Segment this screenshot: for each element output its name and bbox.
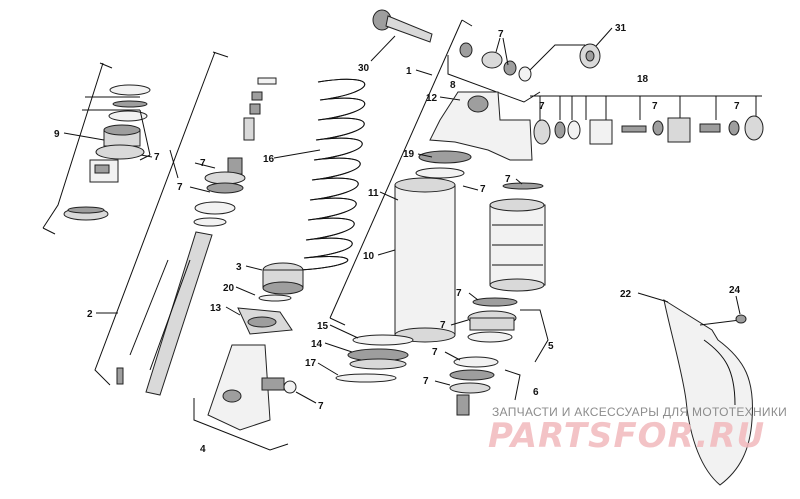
bellow-boot [489,182,546,292]
callout-11: 11 [368,188,379,199]
shock-body-10 [394,150,472,343]
part-group-8 [447,42,541,103]
part-group-6 [449,356,521,416]
callout-15: 15 [317,321,329,332]
reservoir-head-12 [429,91,533,161]
part-group-18 [530,95,764,145]
callout-24: 24 [729,285,741,296]
callout-7-k: 7 [456,288,462,299]
mudguard-22 [663,298,754,486]
callout-1: 1 [406,66,412,77]
callout-12: 12 [426,93,438,104]
callout-6: 6 [533,387,539,398]
callout-7-a: 7 [154,152,160,163]
callout-3: 3 [236,262,242,273]
part-group-1 [329,19,473,326]
callout-30: 30 [358,63,370,74]
rings-14-15-17 [335,334,414,383]
callout-19: 19 [403,149,415,160]
callout-8: 8 [450,80,456,91]
callout-4: 4 [200,444,206,455]
part-group-5 [467,297,549,363]
callout-18: 18 [637,74,649,85]
callout-7-b: 7 [200,158,206,169]
callout-7-m: 7 [432,347,438,358]
callout-9: 9 [54,129,60,140]
bolt-30 [372,9,433,43]
nut-31 [529,43,601,71]
callout-10: 10 [363,251,375,262]
callout-7-c: 7 [177,182,183,193]
callout-7-i: 7 [652,101,658,112]
callout-7-l: 7 [440,320,446,331]
callout-labels: 9 7 2 7 7 16 3 20 13 4 7 30 1 8 12 19 11… [54,23,741,455]
watermark-caption: ЗАПЧАСТИ И АКСЕССУАРЫ ДЛЯ МОТОТЕХНИКИ [492,405,787,419]
clevis-4 [193,344,297,451]
spring-16 [299,78,366,271]
watermark-brand: PARTSFOR.RU [488,416,765,456]
callout-7-f: 7 [505,174,511,185]
callout-7-j: 7 [734,101,740,112]
callout-22: 22 [620,289,632,300]
callout-7-d: 7 [318,401,324,412]
part-group-2 [94,51,277,396]
callout-7-e: 7 [480,184,486,195]
callout-14: 14 [311,339,323,350]
callout-16: 16 [263,154,275,165]
callout-20: 20 [223,283,235,294]
callout-17: 17 [305,358,317,369]
callout-7-n: 7 [423,376,429,387]
callout-2: 2 [87,309,93,320]
callout-31: 31 [615,23,627,34]
callout-5: 5 [548,341,554,352]
callout-7-h: 7 [539,101,545,112]
part-group-9 [42,62,151,235]
callout-7-g: 7 [498,29,504,40]
spring-seat-3 [237,262,304,335]
callout-13: 13 [210,303,222,314]
leader-lines [63,27,741,404]
watermark: ЗАПЧАСТИ И АКСЕССУАРЫ ДЛЯ МОТОТЕХНИКИ PA… [488,405,787,456]
